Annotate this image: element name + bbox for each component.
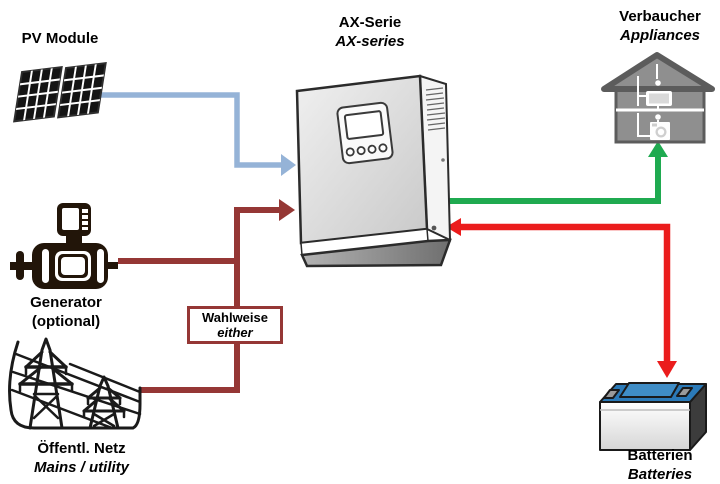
mains-subtitle: Mains / utility [33,459,129,476]
appliances-house-icon [601,52,715,144]
appliances-label: Verbaucher Appliances [599,7,720,45]
mains-title: Öffentl. Netz [37,440,126,457]
pv-module-title: PV Module [21,30,99,47]
power-grid-icon [8,337,142,430]
inverter-battery-arrow [446,218,677,378]
generator-subtitle: (optional) [31,313,101,330]
either-subtitle: either [217,325,253,340]
ac-input-arrow [118,199,295,393]
battery-icon [599,382,707,451]
batteries-label: Batterien Batteries [599,446,720,484]
inverter-label: AX-Serie AX-series [290,13,450,51]
inverter-icon [295,74,452,268]
generator-label: Generator (optional) [6,293,126,331]
pv-to-inverter-arrow [97,92,296,176]
appliances-subtitle: Appliances [619,27,701,44]
inverter-to-appliances-arrow [448,141,668,204]
mains-label: Öffentl. Netz Mains / utility [4,439,159,477]
generator-title: Generator [30,294,102,311]
generator-icon [10,203,118,289]
either-selector-box: Wahlweise either [187,306,283,344]
solar-panel-icon [13,61,107,123]
pv-module-label: PV Module [8,29,112,48]
appliances-title: Verbaucher [619,8,701,25]
inverter-subtitle: AX-series [335,33,405,50]
batteries-title: Batterien [627,447,693,464]
either-title: Wahlweise [202,310,268,325]
batteries-subtitle: Batteries [627,466,693,483]
inverter-display [336,101,394,165]
inverter-title: AX-Serie [338,14,402,31]
